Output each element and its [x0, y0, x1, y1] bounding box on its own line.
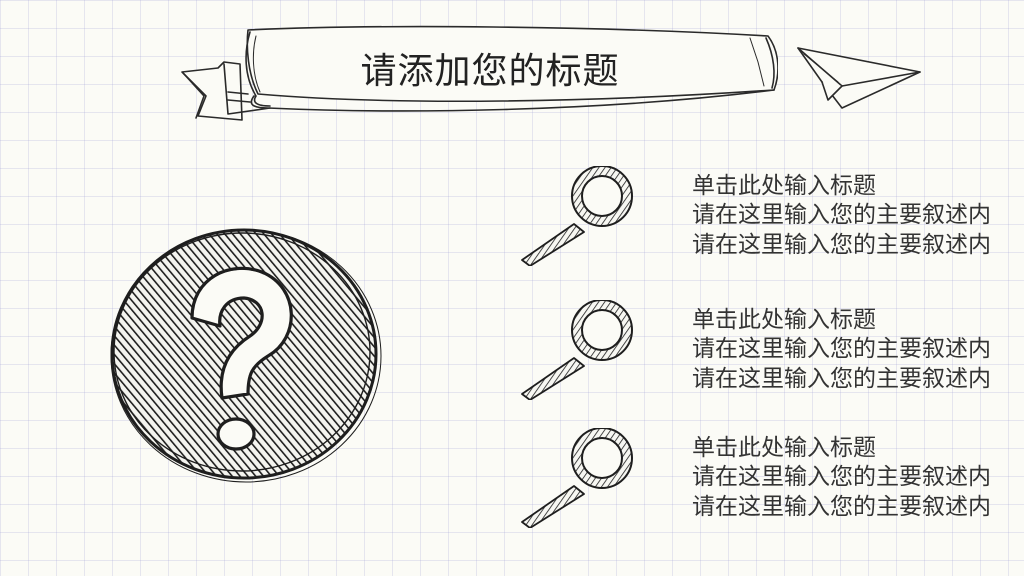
slide-title: 请添加您的标题	[360, 51, 620, 92]
list-item: 单击此处输入标题 请在这里输入您的主要叙述内 请在这里输入您的主要叙述内	[514, 300, 1024, 410]
paper-plane-icon	[797, 47, 921, 109]
item-title[interactable]: 单击此处输入标题	[692, 307, 876, 333]
list-item: 单击此处输入标题 请在这里输入您的主要叙述内 请在这里输入您的主要叙述内	[514, 428, 1024, 538]
item-description-line[interactable]: 请在这里输入您的主要叙述内	[692, 494, 991, 520]
item-description-line[interactable]: 请在这里输入您的主要叙述内	[692, 366, 991, 392]
item-title[interactable]: 单击此处输入标题	[692, 435, 876, 461]
question-mark-icon	[110, 228, 382, 483]
magnifier-icon	[521, 166, 633, 266]
magnifier-icon	[521, 300, 633, 400]
item-description-line[interactable]: 请在这里输入您的主要叙述内	[692, 232, 991, 258]
item-title[interactable]: 单击此处输入标题	[692, 173, 876, 199]
title-banner-ribbon	[181, 25, 778, 121]
item-description-line[interactable]: 请在这里输入您的主要叙述内	[692, 464, 991, 490]
list-item: 单击此处输入标题 请在这里输入您的主要叙述内 请在这里输入您的主要叙述内	[514, 166, 1024, 276]
item-description-line[interactable]: 请在这里输入您的主要叙述内	[692, 202, 991, 228]
item-description-line[interactable]: 请在这里输入您的主要叙述内	[692, 336, 991, 362]
magnifier-icon	[521, 428, 633, 528]
